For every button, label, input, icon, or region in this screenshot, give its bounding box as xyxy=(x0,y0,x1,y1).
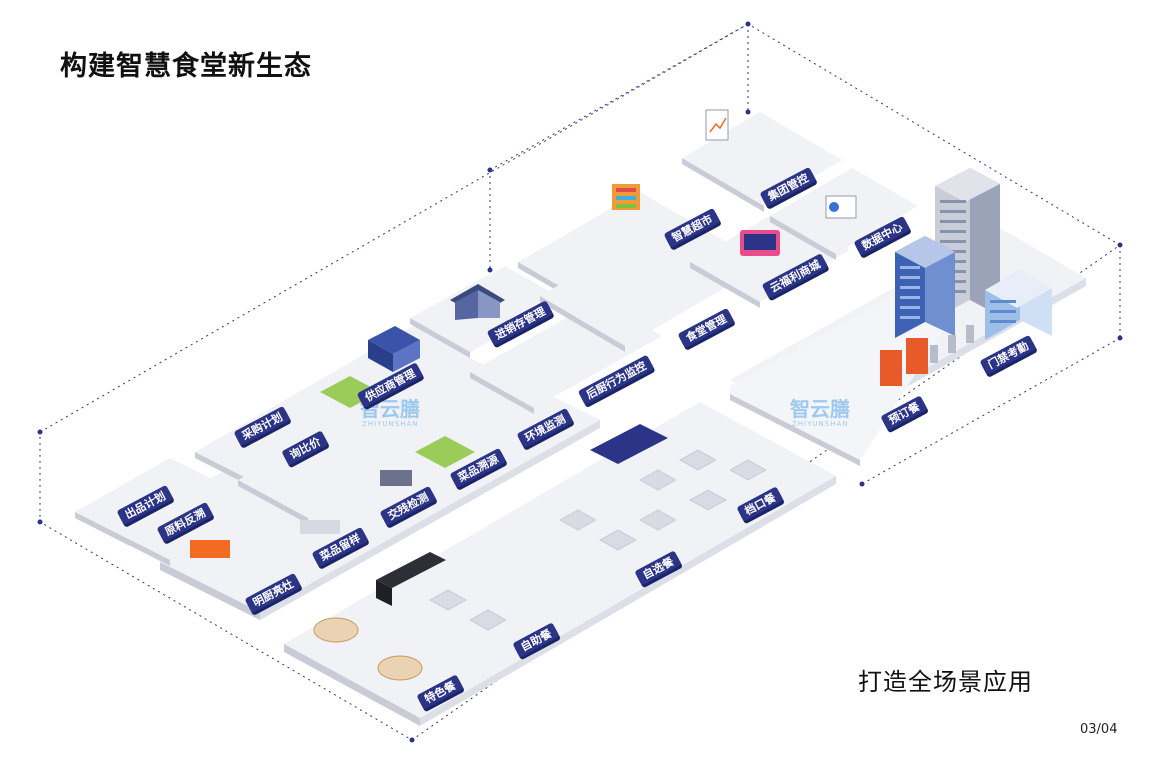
platform-kitchen xyxy=(160,370,600,620)
buffet-counter xyxy=(376,552,446,606)
module-tag-box xyxy=(578,355,654,405)
module-tag-box xyxy=(678,308,734,348)
module-tag-box xyxy=(357,363,423,407)
module-tag: 集团管控 xyxy=(760,167,817,209)
kitchen-station xyxy=(190,470,412,558)
module-tag-box xyxy=(157,502,213,542)
module-tag-box xyxy=(117,485,173,525)
svg-text:ZHIYUNSHAN: ZHIYUNSHAN xyxy=(792,420,849,428)
module-tag-box xyxy=(282,431,328,465)
module-tag: 食堂管理 xyxy=(678,308,735,350)
dining-tables xyxy=(429,449,767,631)
data-panel xyxy=(825,195,857,219)
module-tag-box xyxy=(234,406,290,446)
module-tag: 特色餐 xyxy=(417,675,464,712)
watermark-right: 智云膳 ZHIYUNSHAN xyxy=(790,397,850,428)
module-tag-box xyxy=(450,448,506,488)
round-tables xyxy=(313,617,423,681)
module-tag-box xyxy=(762,254,828,298)
subtitle: 打造全场景应用 xyxy=(858,668,1033,696)
module-tags: 出品计划原料反溯明厨亮灶菜品留样交残检测菜品溯源采购计划询比价供应商管理进销存管… xyxy=(117,167,1037,712)
warehouse xyxy=(368,326,420,372)
smart-market-shelves xyxy=(612,184,640,210)
module-tag-box xyxy=(980,335,1036,375)
gates xyxy=(930,325,974,363)
group-board xyxy=(705,109,729,141)
mall-screen xyxy=(740,230,780,256)
module-tag-box xyxy=(635,551,681,585)
module-tag-box xyxy=(245,573,301,613)
module-tag-box xyxy=(517,408,573,448)
module-tag-box xyxy=(380,486,436,526)
platform-dining xyxy=(284,402,836,726)
module-tag-box xyxy=(312,527,368,567)
page-title: 构建智慧食堂新生态 xyxy=(60,51,312,82)
module-tag-box xyxy=(737,487,783,521)
boundary-nodes xyxy=(37,21,1123,743)
svg-text:智云膳: 智云膳 xyxy=(790,397,850,421)
platforms xyxy=(75,112,1086,726)
module-tag-box xyxy=(854,216,910,256)
module-tag-box xyxy=(417,675,463,709)
module-tag: 门禁考勤 xyxy=(980,335,1037,377)
module-tag-box xyxy=(760,167,816,207)
module-tag-box xyxy=(487,301,553,345)
platform-supply xyxy=(238,352,530,524)
blue-building xyxy=(895,236,955,338)
svg-text:ZHIYUNSHAN: ZHIYUNSHAN xyxy=(362,420,419,428)
page-number: 03/04 xyxy=(1080,722,1118,737)
stall-counter xyxy=(590,424,668,464)
house xyxy=(450,284,505,320)
ordering-screens xyxy=(880,338,928,386)
platform-canteen-mgmt xyxy=(540,232,735,352)
module-tag-box xyxy=(513,623,559,657)
module-tag-box xyxy=(881,396,927,430)
small-office-building xyxy=(985,270,1052,340)
module-tag-box xyxy=(664,208,720,248)
